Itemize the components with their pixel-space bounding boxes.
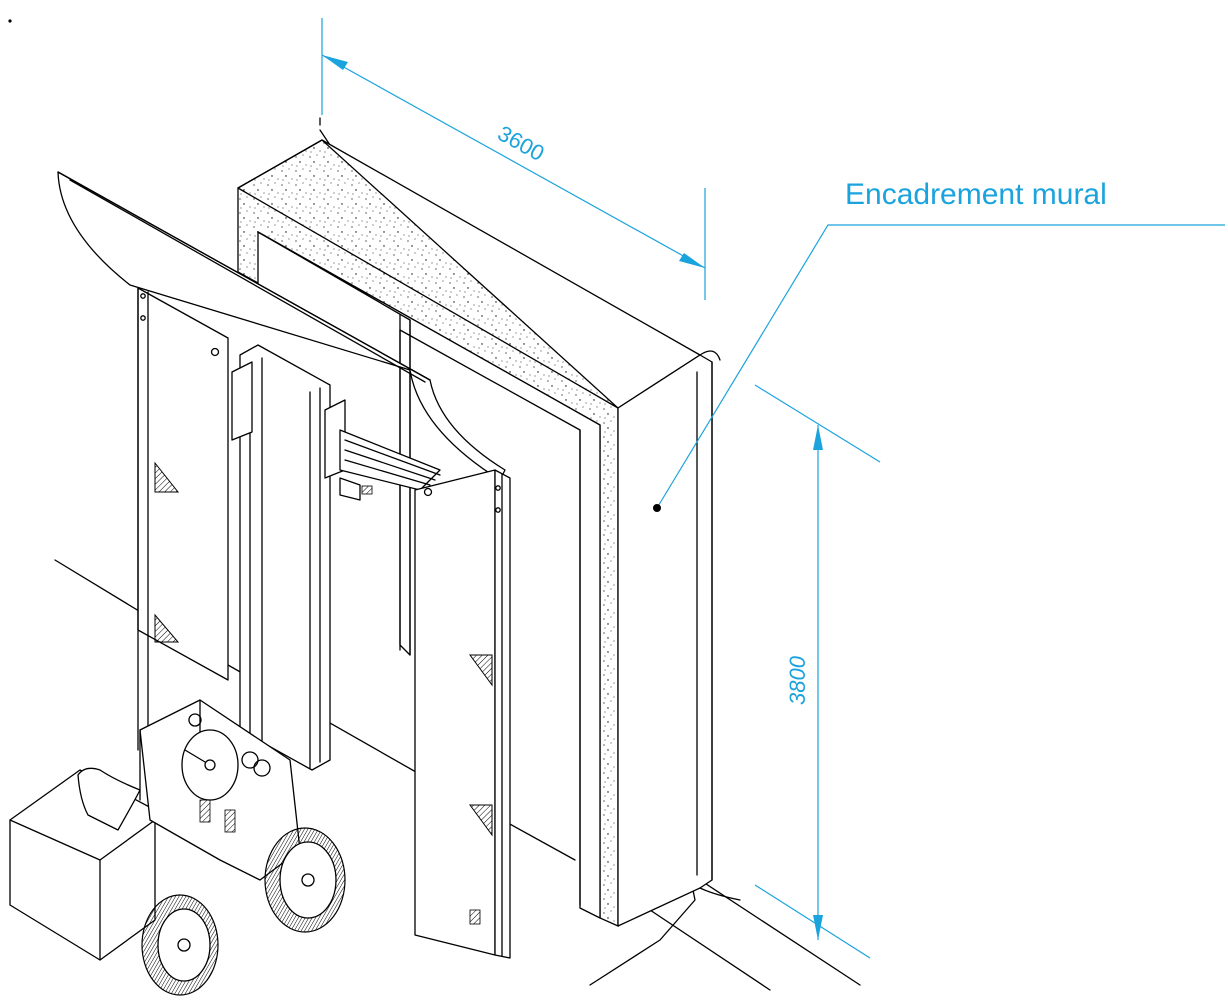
callout-label: Encadrement mural (845, 178, 1107, 211)
corner-dot (8, 19, 12, 23)
height-arrow-top (813, 425, 823, 450)
left-door-panel (137, 287, 229, 751)
height-label: 3800 (785, 655, 810, 705)
top-curtain (57, 171, 506, 481)
width-arrow-left (322, 55, 348, 70)
wall-frame-callout: Encadrement mural (653, 178, 1225, 512)
height-dimension: 3800 (754, 384, 881, 959)
callout-dot (653, 504, 661, 512)
width-arrow-right (679, 253, 705, 268)
width-label: 3600 (494, 121, 549, 167)
height-arrow-bottom (813, 915, 823, 940)
right-door-panel (414, 469, 511, 959)
forklift-body (9, 699, 346, 996)
